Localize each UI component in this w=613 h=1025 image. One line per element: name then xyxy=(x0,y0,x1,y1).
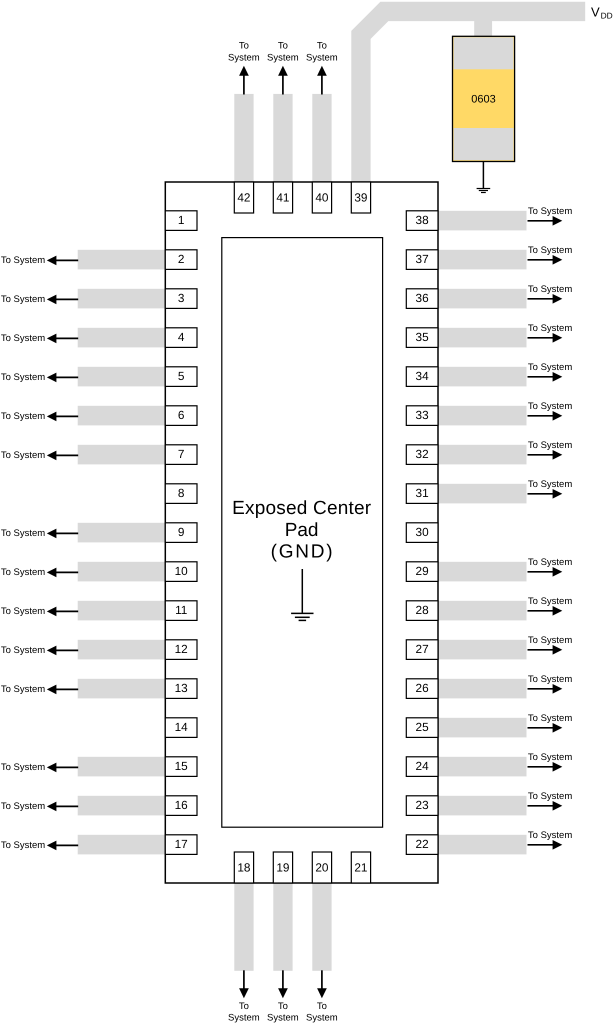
svg-text:13: 13 xyxy=(175,681,189,695)
svg-text:6: 6 xyxy=(178,408,185,422)
svg-text:To System: To System xyxy=(1,294,45,305)
svg-text:5: 5 xyxy=(178,369,185,383)
svg-text:To System: To System xyxy=(528,791,572,802)
svg-text:To System: To System xyxy=(1,333,45,344)
svg-text:7: 7 xyxy=(178,447,185,461)
svg-text:42: 42 xyxy=(237,190,250,204)
svg-text:To: To xyxy=(317,40,327,51)
svg-text:To System: To System xyxy=(528,713,572,724)
svg-text:To System: To System xyxy=(528,596,572,607)
svg-text:To System: To System xyxy=(1,645,45,656)
svg-text:System: System xyxy=(228,52,260,63)
svg-text:To System: To System xyxy=(1,528,45,539)
svg-text:18: 18 xyxy=(237,860,251,874)
svg-text:31: 31 xyxy=(416,486,429,500)
svg-text:To System: To System xyxy=(1,450,45,461)
svg-text:To: To xyxy=(239,1001,249,1012)
svg-text:To System: To System xyxy=(1,606,45,617)
svg-text:24: 24 xyxy=(416,759,430,773)
svg-text:25: 25 xyxy=(416,720,430,734)
svg-text:To: To xyxy=(278,1001,288,1012)
svg-text:17: 17 xyxy=(175,837,188,851)
svg-text:29: 29 xyxy=(416,564,429,578)
svg-text:0603: 0603 xyxy=(471,93,495,105)
svg-text:4: 4 xyxy=(178,330,185,344)
svg-text:22: 22 xyxy=(416,837,429,851)
svg-text:Exposed Center: Exposed Center xyxy=(232,498,372,519)
svg-text:9: 9 xyxy=(178,525,185,539)
svg-text:16: 16 xyxy=(175,798,189,812)
svg-text:39: 39 xyxy=(354,190,367,204)
svg-text:41: 41 xyxy=(276,190,289,204)
svg-text:To System: To System xyxy=(528,635,572,646)
svg-text:To System: To System xyxy=(528,830,572,841)
svg-text:14: 14 xyxy=(175,720,189,734)
svg-text:System: System xyxy=(306,1012,338,1023)
svg-text:To System: To System xyxy=(1,411,45,422)
svg-text:To System: To System xyxy=(1,255,45,266)
svg-text:38: 38 xyxy=(416,213,430,227)
svg-text:8: 8 xyxy=(178,486,185,500)
svg-text:System: System xyxy=(306,52,338,63)
svg-text:10: 10 xyxy=(175,564,189,578)
svg-text:System: System xyxy=(267,1012,299,1023)
svg-text:(GND): (GND) xyxy=(271,542,333,563)
svg-text:34: 34 xyxy=(416,369,430,383)
svg-text:Pad: Pad xyxy=(285,520,319,541)
svg-text:System: System xyxy=(228,1012,260,1023)
svg-text:To System: To System xyxy=(528,674,572,685)
svg-text:21: 21 xyxy=(354,860,367,874)
svg-text:To System: To System xyxy=(528,401,572,412)
svg-text:To: To xyxy=(317,1001,327,1012)
svg-text:To System: To System xyxy=(528,479,572,490)
svg-text:33: 33 xyxy=(416,408,430,422)
svg-text:To System: To System xyxy=(1,567,45,578)
svg-text:23: 23 xyxy=(416,798,430,812)
svg-text:To System: To System xyxy=(528,752,572,763)
svg-text:DD: DD xyxy=(601,10,613,20)
svg-text:32: 32 xyxy=(416,447,429,461)
svg-text:To System: To System xyxy=(528,323,572,334)
svg-text:36: 36 xyxy=(416,291,430,305)
svg-text:35: 35 xyxy=(416,330,430,344)
svg-text:To System: To System xyxy=(1,840,45,851)
svg-text:To: To xyxy=(278,40,288,51)
svg-text:To System: To System xyxy=(528,557,572,568)
svg-text:To System: To System xyxy=(528,362,572,373)
svg-text:To System: To System xyxy=(1,801,45,812)
svg-text:15: 15 xyxy=(175,759,189,773)
svg-text:To System: To System xyxy=(528,284,572,295)
svg-text:27: 27 xyxy=(416,642,429,656)
svg-text:To System: To System xyxy=(1,684,45,695)
svg-text:To System: To System xyxy=(528,206,572,217)
svg-text:37: 37 xyxy=(416,252,429,266)
svg-text:V: V xyxy=(591,5,600,20)
svg-text:To System: To System xyxy=(528,440,572,451)
svg-text:40: 40 xyxy=(315,190,329,204)
svg-text:2: 2 xyxy=(178,252,185,266)
svg-text:28: 28 xyxy=(416,603,430,617)
svg-text:System: System xyxy=(267,52,299,63)
svg-text:To System: To System xyxy=(1,762,45,773)
svg-text:26: 26 xyxy=(416,681,430,695)
svg-text:11: 11 xyxy=(175,603,187,617)
svg-text:20: 20 xyxy=(315,860,329,874)
svg-text:19: 19 xyxy=(276,860,289,874)
svg-text:To System: To System xyxy=(528,245,572,256)
svg-text:To System: To System xyxy=(1,372,45,383)
svg-text:30: 30 xyxy=(416,525,430,539)
svg-text:1: 1 xyxy=(178,213,185,227)
svg-text:12: 12 xyxy=(175,642,188,656)
svg-text:To: To xyxy=(239,40,249,51)
svg-text:3: 3 xyxy=(178,291,185,305)
